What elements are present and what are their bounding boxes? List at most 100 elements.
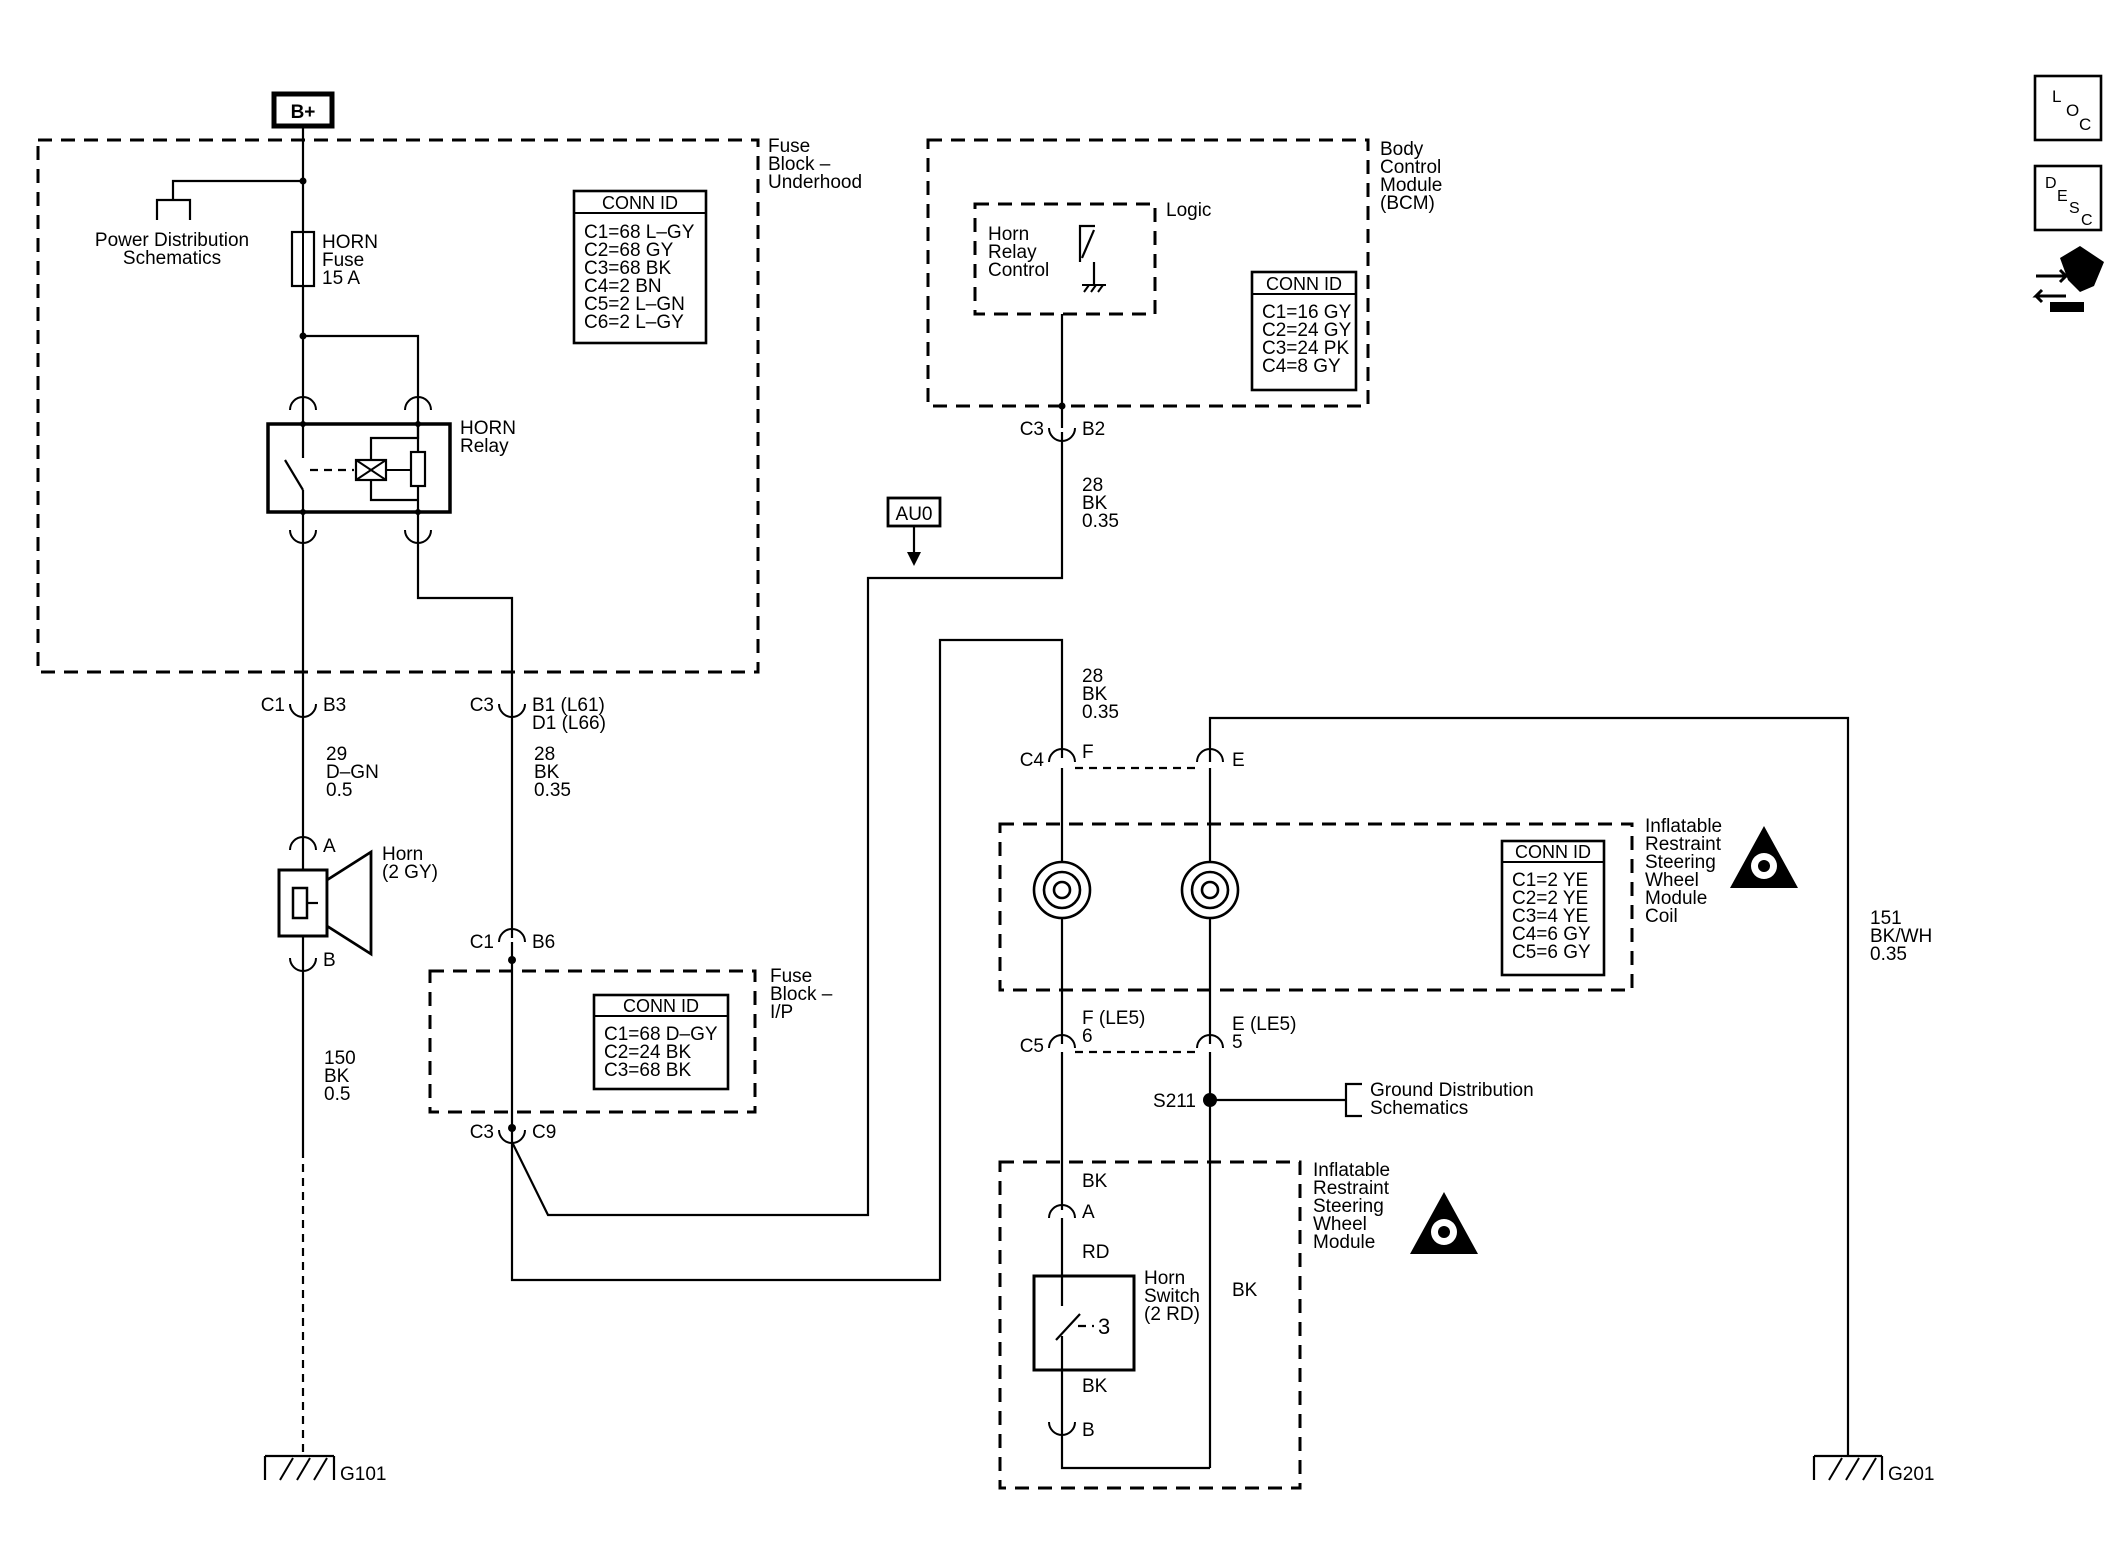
connector-e-le5-label: E (LE5) [1232,1014,1296,1035]
svg-text:BK: BK [1082,493,1108,514]
svg-text:C3=68 BK: C3=68 BK [584,258,671,279]
svg-text:Switch: Switch [1144,1286,1200,1307]
svg-text:O: O [2066,101,2079,120]
svg-text:Schematics: Schematics [123,248,221,269]
svg-text:Horn: Horn [382,844,423,865]
svg-text:(2 RD): (2 RD) [1144,1304,1200,1325]
svg-text:Block –: Block – [768,154,831,175]
svg-text:Restraint: Restraint [1645,834,1722,855]
battery-positive-terminal: B+ [271,91,335,129]
bcm-logic-outline [973,202,1157,316]
svg-text:Coil: Coil [1645,906,1678,927]
horn-switch: 3 [1032,1274,1136,1372]
svg-text:Fuse: Fuse [322,250,364,271]
svg-text:C3=24 PK: C3=24 PK [1262,338,1349,359]
svg-text:S: S [2069,200,2080,217]
connector-b3-label: B3 [323,695,346,716]
horn-relay-label: HORN Relay [460,418,516,457]
svg-text:AU0: AU0 [896,504,933,525]
svg-text:Inflatable: Inflatable [1313,1160,1390,1181]
svg-text:BK: BK [1082,684,1108,705]
horn-icon [277,849,373,957]
svg-text:CONN ID: CONN ID [602,193,678,213]
horn-label: Horn (2 GY) [382,844,438,883]
svg-text:Control: Control [1380,157,1441,178]
svg-text:BK: BK [324,1066,350,1087]
svg-text:D–GN: D–GN [326,762,379,783]
location-view-icon[interactable]: L O C [2033,74,2103,142]
svg-text:I/P: I/P [770,1002,793,1023]
bcm-title: Body Control Module (BCM) [1380,139,1442,214]
connector-f-label: F [1082,742,1094,763]
airbag-warning-icon-2 [1410,1192,1478,1254]
connector-c3-label: C3 [470,695,494,716]
wire-bk-label-3: BK [1232,1280,1258,1301]
svg-text:Inflatable: Inflatable [1645,816,1722,837]
svg-text:151: 151 [1870,908,1902,929]
svg-text:Relay: Relay [988,242,1037,263]
wire-151-label: 151 BK/WH 0.35 [1870,908,1932,965]
svg-text:0.35: 0.35 [1082,702,1119,723]
svg-text:Module: Module [1313,1232,1375,1253]
svg-text:0.35: 0.35 [1082,511,1119,532]
svg-text:Power Distribution: Power Distribution [95,230,249,251]
connector-b2-label: B2 [1082,419,1105,440]
svg-text:C1=16 GY: C1=16 GY [1262,302,1352,323]
svg-text:28: 28 [1082,666,1103,687]
svg-text:CONN ID: CONN ID [623,996,699,1016]
svg-text:C3=4 YE: C3=4 YE [1512,906,1588,927]
wire-28-bcm-label: 28 BK 0.35 [1082,475,1119,532]
conn-id-bcm: CONN ID C1=16 GY C2=24 GY C3=24 PK C4=8 … [1250,270,1358,392]
connector-b1-label: B1 (L61) [532,695,605,716]
wire-28-c4-label: 28 BK 0.35 [1082,666,1119,723]
svg-text:BK/WH: BK/WH [1870,926,1932,947]
svg-text:(2 GY): (2 GY) [382,862,438,883]
ground-distribution-reference: Ground Distribution Schematics [1370,1080,1534,1119]
conn-id-fuse-block-ip: CONN ID C1=68 D–GY C2=24 BK C3=68 BK [592,993,730,1091]
conn-id-coil-module: CONN ID C1=2 YE C2=2 YE C3=4 YE C4=6 GY … [1500,839,1606,977]
connector-b6-label: B6 [532,932,555,953]
connector-pin-5-label: 5 [1232,1032,1243,1053]
svg-text:Control: Control [988,260,1049,281]
svg-text:29: 29 [326,744,347,765]
svg-text:3: 3 [1098,1314,1110,1339]
horn-fuse-label: HORN Fuse 15 A [322,232,378,289]
wire-bk-label-1: BK [1082,1171,1108,1192]
svg-text:C2=24 BK: C2=24 BK [604,1042,691,1063]
svg-text:C: C [2079,115,2091,134]
svg-text:Fuse: Fuse [770,966,812,987]
horn-relay-control-label: Horn Relay Control [988,224,1049,281]
svg-text:(BCM): (BCM) [1380,193,1435,214]
svg-text:HORN: HORN [460,418,516,439]
connector-c3b-label: C3 [470,1122,494,1143]
connector-end-view-icon[interactable] [2032,246,2104,312]
svg-text:28: 28 [534,744,555,765]
connector-c1-label: C1 [261,695,285,716]
connector-c3-bcm-label: C3 [1020,419,1044,440]
svg-text:Horn: Horn [1144,1268,1185,1289]
connector-f-le5-label: F (LE5) [1082,1008,1145,1029]
svg-text:C: C [2081,212,2093,229]
svg-text:150: 150 [324,1048,356,1069]
svg-text:0.5: 0.5 [324,1084,350,1105]
horn-connector-b-label: B [323,950,336,971]
ground-g201-label: G201 [1888,1464,1934,1485]
connector-c9-label: C9 [532,1122,556,1143]
svg-text:E: E [2057,188,2068,205]
splice-s211-label: S211 [1153,1091,1196,1112]
wire-rd-label: RD [1082,1242,1109,1263]
svg-text:C2=2 YE: C2=2 YE [1512,888,1588,909]
svg-text:C4=2 BN: C4=2 BN [584,276,662,297]
description-view-icon[interactable]: D E S C [2033,164,2103,232]
svg-text:Ground Distribution: Ground Distribution [1370,1080,1534,1101]
svg-text:Wheel: Wheel [1313,1214,1367,1235]
svg-text:HORN: HORN [322,232,378,253]
svg-text:0.35: 0.35 [1870,944,1907,965]
wire-28-label: 28 BK 0.35 [534,744,571,801]
svg-text:Body: Body [1380,139,1424,160]
svg-text:C2=68 GY: C2=68 GY [584,240,674,261]
connector-e-label: E [1232,750,1245,771]
svg-text:Horn: Horn [988,224,1029,245]
horn-switch-label: Horn Switch (2 RD) [1144,1268,1200,1325]
